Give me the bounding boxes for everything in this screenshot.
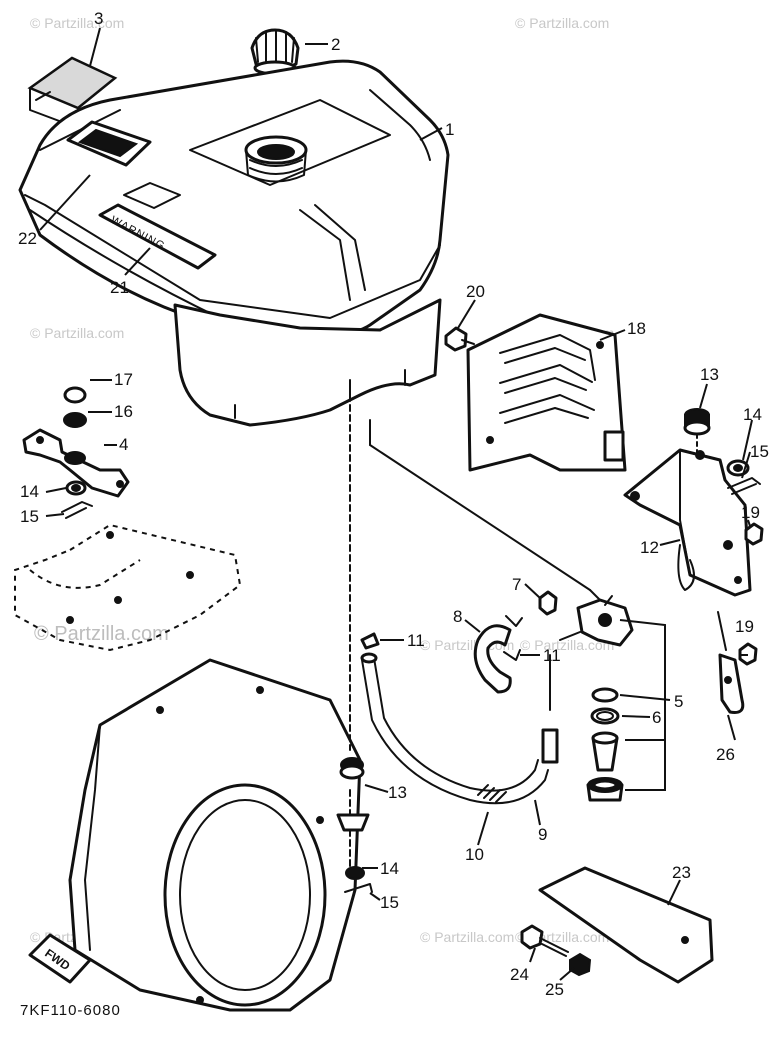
watermark: © Partzilla.com <box>30 15 124 31</box>
callout-8: 8 <box>453 607 462 626</box>
part-6-o-ring <box>590 707 620 725</box>
part-11-clip-left <box>360 632 380 650</box>
leader-lines <box>39 27 753 981</box>
watermark-main: © Partzilla.com <box>34 623 169 645</box>
callout-15: 15 <box>750 442 769 461</box>
strainer-set-bracket <box>619 619 666 791</box>
part-23-cover <box>538 866 714 984</box>
part-7-screw <box>538 590 558 616</box>
strainer-filter <box>591 731 619 772</box>
callout-3: 3 <box>94 9 103 28</box>
part-1-fuel-tank: WARNING <box>18 59 450 427</box>
duct-cover <box>14 523 242 652</box>
part-26-bracket <box>717 611 745 714</box>
forward-arrow: FWD <box>28 933 92 984</box>
callout-14: 14 <box>743 405 762 424</box>
callout-14: 14 <box>380 859 399 878</box>
part-13-grommet-lower <box>336 757 370 832</box>
part-24-bolt <box>520 924 569 957</box>
part-8-hose <box>473 624 512 694</box>
part-11-clip-right <box>503 615 523 661</box>
watermark: © Partzilla.com <box>520 637 614 653</box>
callout-20: 20 <box>466 282 485 301</box>
part-5-strainer-set <box>591 687 619 703</box>
callout-15: 15 <box>380 893 399 912</box>
callout-26: 26 <box>716 745 735 764</box>
callout-11: 11 <box>407 631 425 650</box>
callout-24: 24 <box>510 965 529 984</box>
callout-10: 10 <box>465 845 484 864</box>
callout-19: 19 <box>741 503 760 522</box>
short-tube <box>541 728 559 764</box>
callout-2: 2 <box>331 35 340 54</box>
callout-6: 6 <box>652 708 661 727</box>
watermark: © Partzilla.com <box>30 325 124 341</box>
callout-1-label: 1 <box>445 120 454 139</box>
fan-shroud <box>68 658 362 1012</box>
callout-13: 13 <box>388 783 407 802</box>
callout-22: 22 <box>18 229 37 248</box>
callout-14: 14 <box>20 482 39 501</box>
callout-12: 12 <box>640 538 659 557</box>
fuel-cock <box>549 589 634 711</box>
callout-13: 13 <box>700 365 719 384</box>
part-20-bolt <box>444 326 475 352</box>
part-14-collar-left <box>65 480 87 496</box>
part-15-clip <box>727 477 761 495</box>
callout-11: 11 <box>543 646 561 665</box>
part-15-clip-left <box>61 501 93 519</box>
callout-5: 5 <box>674 692 683 711</box>
callout-4: 4 <box>119 435 128 454</box>
callout-18: 18 <box>627 319 646 338</box>
part-16-grommet <box>63 412 87 428</box>
callout-7: 7 <box>512 575 521 594</box>
part-14-collar-lower <box>345 866 365 880</box>
callout-labels: 1 2 3 4 5 6 7 8 9 10 11 11 12 13 13 14 1… <box>18 9 769 999</box>
part-17-washer <box>63 386 87 404</box>
callout-16: 16 <box>114 402 133 421</box>
part-15-clip-lower <box>344 883 373 893</box>
part-12-bracket <box>623 448 752 597</box>
part-19-bolt-upper <box>744 522 764 546</box>
diagram-code: 7KF110-6080 <box>20 1002 121 1019</box>
part-13-grommet <box>683 408 711 453</box>
part-4-bracket <box>22 428 130 498</box>
callout-9: 9 <box>538 825 547 844</box>
part-18-heat-shield <box>466 313 627 472</box>
part-25-nut <box>569 952 592 977</box>
callout-25: 25 <box>545 980 564 999</box>
callout-15: 15 <box>20 507 39 526</box>
watermark: © Partzilla.com <box>420 929 514 945</box>
callout-19: 19 <box>735 617 754 636</box>
watermark: © Partzilla.com <box>515 15 609 31</box>
part-9-fuel-hose <box>360 652 549 805</box>
callout-17: 17 <box>114 370 133 389</box>
callout-23: 23 <box>672 863 691 882</box>
callout-21: 21 <box>110 278 129 297</box>
fuel-cup <box>586 777 624 802</box>
